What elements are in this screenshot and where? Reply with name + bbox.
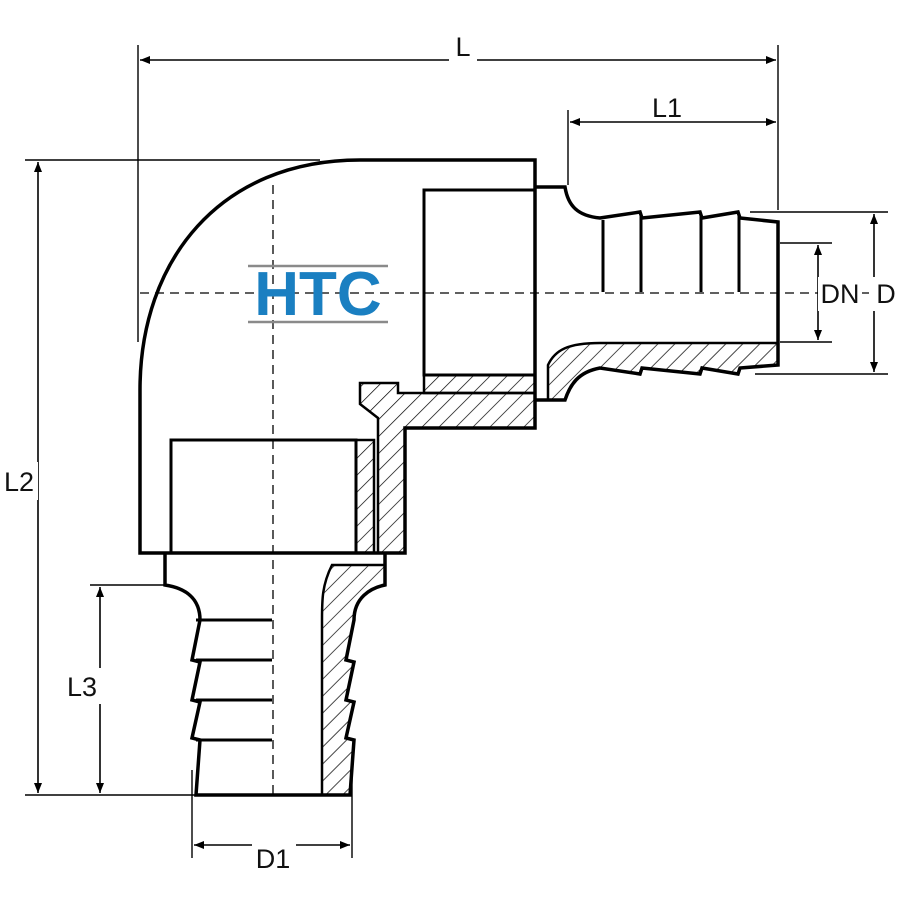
center-lines — [140, 185, 880, 795]
label-l3-bg — [62, 668, 102, 704]
label-l2: L2 — [4, 467, 34, 497]
bottom-hose-tail-wall-section — [320, 563, 387, 797]
label-l1: L1 — [652, 93, 682, 123]
bottom-hose-tail-barbs — [196, 618, 272, 742]
label-l: L — [455, 32, 470, 62]
logo-text: HTC — [254, 260, 381, 329]
label-d1: D1 — [256, 844, 291, 874]
bottom-threaded-bore — [169, 438, 358, 555]
elbow-wall-section — [358, 381, 537, 555]
label-dn: DN — [821, 279, 860, 309]
label-d1-bg — [252, 842, 296, 874]
extension-lines — [25, 45, 888, 858]
label-l3: L3 — [67, 672, 97, 702]
htc-logo: HTC — [248, 260, 388, 329]
label-d-bg — [872, 277, 900, 311]
right-hose-tail-barbs — [601, 216, 741, 292]
right-bore-hatch — [422, 373, 537, 395]
label-dn-bg — [818, 277, 862, 311]
right-threaded-bore — [422, 188, 537, 377]
fitting-body-outline — [138, 158, 537, 555]
right-hose-tail-wall-section — [546, 341, 780, 402]
label-d: D — [876, 279, 896, 309]
dimension-lines — [34, 56, 878, 849]
bottom-bore-hatch — [354, 438, 376, 555]
label-l-bg — [449, 30, 477, 64]
label-l2-bg — [0, 462, 38, 500]
